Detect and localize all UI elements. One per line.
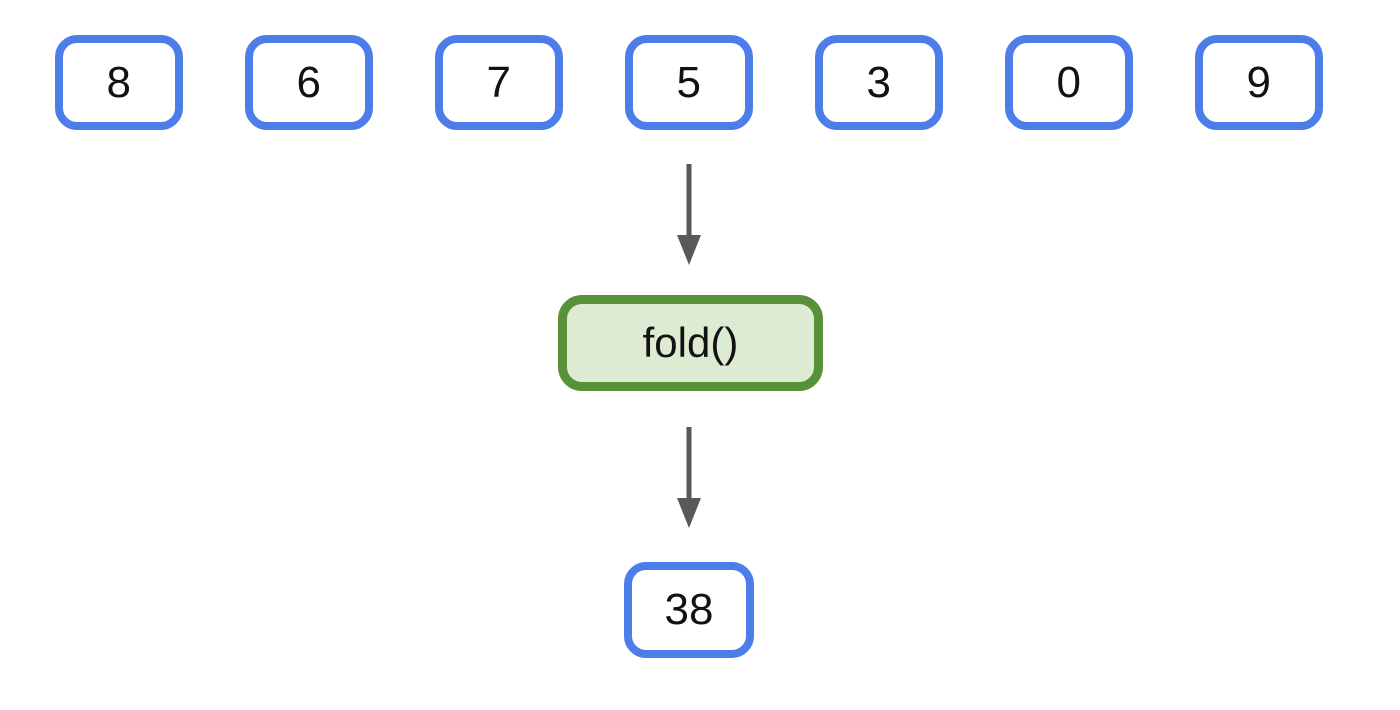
input-box-5: 0	[1005, 35, 1133, 130]
input-box-4: 3	[815, 35, 943, 130]
input-value-6: 9	[1246, 57, 1272, 107]
result-value: 38	[664, 585, 714, 634]
operation-label: fold()	[642, 319, 739, 366]
operation-box: fold()	[558, 295, 823, 391]
input-box-3: 5	[625, 35, 753, 130]
arrow-down-icon	[677, 164, 701, 265]
input-value-row: 8 6 7 5 3 0 9	[55, 35, 1323, 130]
input-value-0: 8	[106, 57, 132, 107]
result-box: 38	[624, 562, 754, 658]
arrow-down-icon	[677, 427, 701, 528]
input-value-5: 0	[1056, 57, 1082, 107]
input-value-4: 3	[866, 57, 892, 107]
input-box-0: 8	[55, 35, 183, 130]
input-box-1: 6	[245, 35, 373, 130]
input-value-2: 7	[486, 57, 512, 107]
input-value-1: 6	[296, 57, 322, 107]
input-box-2: 7	[435, 35, 563, 130]
input-value-3: 5	[676, 57, 702, 107]
input-box-6: 9	[1195, 35, 1323, 130]
